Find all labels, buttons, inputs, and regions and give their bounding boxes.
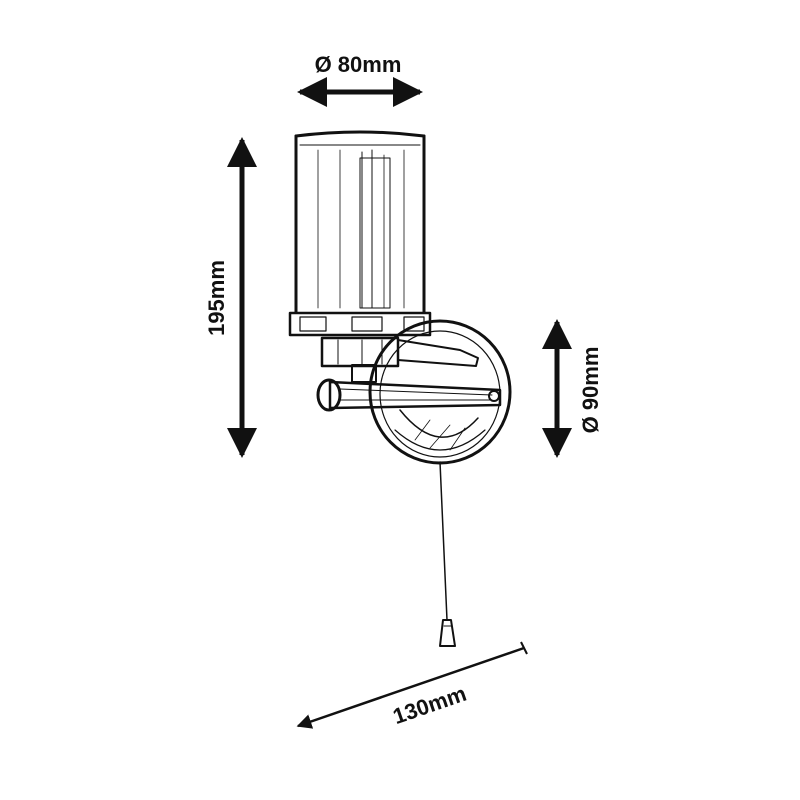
lamp-arm [316, 378, 502, 412]
lamp-holder [288, 311, 479, 383]
dimension-height: 195mm [204, 137, 257, 458]
dimension-depth: 130mm [296, 641, 528, 729]
label-diameter-base: Ø 90mm [578, 347, 603, 434]
wall-lamp-illustration [288, 130, 512, 647]
arrow-depth [296, 646, 525, 729]
dimension-diameter-top: Ø 80mm [297, 52, 423, 107]
label-height: 195mm [204, 260, 229, 336]
glass-shade [294, 130, 426, 314]
pull-cord [439, 461, 456, 647]
label-diameter-top: Ø 80mm [315, 52, 402, 77]
dimension-diameter-base: Ø 90mm [542, 319, 603, 458]
backplate [368, 319, 512, 465]
label-depth: 130mm [390, 681, 470, 729]
